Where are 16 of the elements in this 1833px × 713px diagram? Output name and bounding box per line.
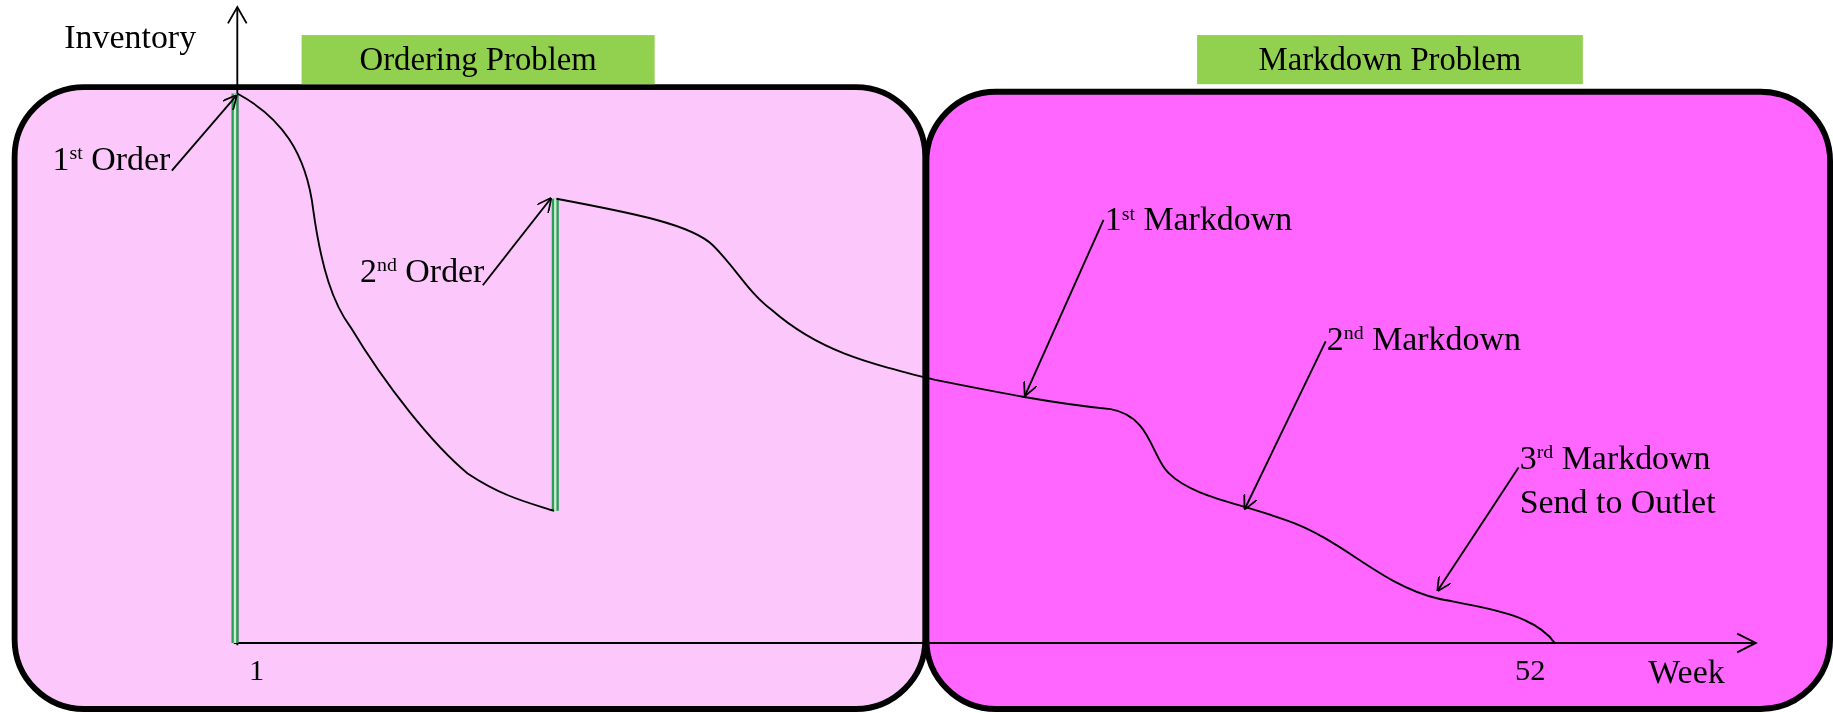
annotation-text: 2$^{nd}$ Order — [360, 247, 524, 293]
arrow — [1243, 340, 1327, 511]
arrow — [1023, 218, 1105, 398]
section-heading: Markdown Problem — [1197, 35, 1583, 85]
arrow — [481, 196, 553, 287]
arrow — [1436, 466, 1520, 593]
annotation-text: 1$^{st}$ Order — [52, 135, 217, 181]
axis-label: Week — [1648, 651, 1725, 692]
tick-label: 1 — [249, 652, 265, 690]
annotation-text: 3$^{rd}$ Markdown Send to Outlet — [1519, 434, 1772, 524]
axis-label: Inventory — [64, 16, 197, 57]
annotation-text: 1$^{st}$ Markdown — [1104, 196, 1362, 241]
tick-label: 52 — [1515, 652, 1546, 690]
arrow — [170, 94, 238, 172]
annotation-text: 2$^{nd}$ Markdown — [1326, 315, 1596, 361]
section-heading: Ordering Problem — [301, 35, 655, 85]
